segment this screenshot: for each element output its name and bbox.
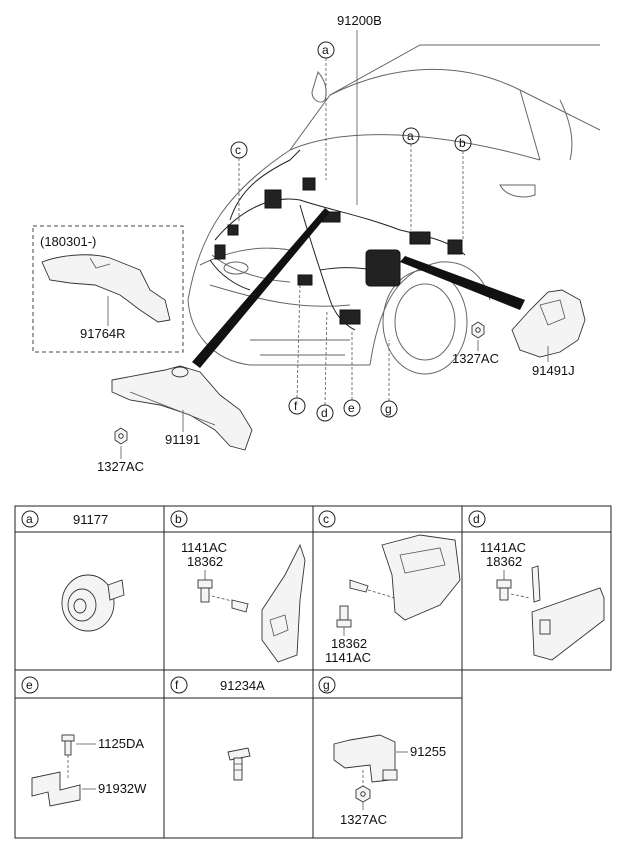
bracket-icon: [333, 734, 398, 783]
callout-d: d: [316, 309, 334, 422]
detail-g-part-1: 91255: [410, 744, 446, 759]
bracket-icon: [31, 771, 81, 807]
pillar-panel-icon: [261, 543, 306, 663]
detail-cell-f: f 91234A: [170, 676, 265, 781]
callout-a-top: a: [317, 41, 335, 180]
svg-text:b: b: [175, 512, 182, 526]
detail-cell-c: c 18362 1141AC: [318, 510, 461, 665]
svg-text:g: g: [385, 402, 392, 416]
detail-c-part-1: 18362: [331, 636, 367, 651]
callout-g: g: [380, 340, 398, 418]
detail-f-part-label: 91234A: [220, 678, 265, 693]
bolt-icon: [197, 579, 213, 603]
detail-cell-d: d 1141AC 18362: [468, 510, 605, 661]
svg-text:c: c: [323, 512, 329, 526]
svg-text:a: a: [407, 129, 414, 143]
nut-icon: [355, 785, 371, 803]
callout-c: c: [230, 141, 248, 222]
nut-left-label: 1327AC: [97, 459, 144, 474]
protector-assembly: 91191 1327AC: [97, 365, 253, 474]
fender-panel-icon: [531, 587, 605, 661]
detail-d-part-1: 1141AC: [480, 540, 526, 555]
detail-e-part-1: 1125DA: [98, 736, 144, 751]
detail-cell-g: g 91255 1327AC: [318, 676, 446, 827]
harness-part-label: 91200B: [337, 13, 382, 28]
callout-b: b: [454, 134, 472, 240]
svg-text:d: d: [321, 406, 328, 420]
detail-b-part-1: 1141AC: [181, 540, 227, 555]
detail-a-part-label: 91177: [73, 512, 108, 527]
grommet-icon: [61, 574, 125, 632]
car-body-outline: [187, 44, 601, 375]
bolt-icon: [336, 605, 352, 628]
svg-text:a: a: [322, 43, 329, 57]
screw-icon: [61, 734, 75, 756]
svg-text:d: d: [473, 512, 480, 526]
detail-e-part-2: 91932W: [98, 781, 147, 796]
svg-text:c: c: [235, 143, 241, 157]
detail-g-part-2: 1327AC: [340, 812, 387, 827]
detail-d-part-2: 18362: [486, 554, 522, 569]
wiring-harness: [192, 149, 525, 368]
svg-text:b: b: [459, 136, 466, 150]
cover-part-label: 91764R: [80, 326, 126, 341]
bolt-icon: [496, 579, 512, 601]
detail-b-part-2: 18362: [187, 554, 223, 569]
main-assembly-view: 91200B a a b c f d: [32, 13, 601, 474]
svg-text:g: g: [323, 678, 330, 692]
svg-text:f: f: [175, 678, 179, 692]
bracket-right-label: 91491J: [532, 363, 575, 378]
cover-variant-note: (180301-): [40, 234, 96, 249]
detail-c-part-2: 1141AC: [325, 650, 371, 665]
callout-f: f: [288, 284, 306, 415]
svg-text:f: f: [294, 399, 298, 413]
svg-text:a: a: [26, 512, 33, 526]
cover-variant-box: (180301-) 91764R: [32, 225, 184, 353]
protector-label: 91191: [165, 432, 200, 447]
detail-table: a 91177 b 1141AC 18362: [14, 505, 612, 839]
detail-cell-a: a 91177: [21, 510, 125, 632]
detail-cell-e: e 1125DA 91932W: [21, 676, 147, 807]
callout-e: e: [343, 330, 361, 417]
body-frame-icon: [381, 534, 461, 621]
callout-a-right: a: [402, 127, 420, 230]
svg-text:e: e: [26, 678, 33, 692]
nut-right-label: 1327AC: [452, 351, 499, 366]
svg-text:e: e: [348, 401, 355, 415]
bolt-icon: [227, 747, 251, 781]
bracket-right-assembly: 91491J 1327AC: [452, 289, 586, 378]
detail-cell-b: b 1141AC 18362: [170, 510, 306, 663]
